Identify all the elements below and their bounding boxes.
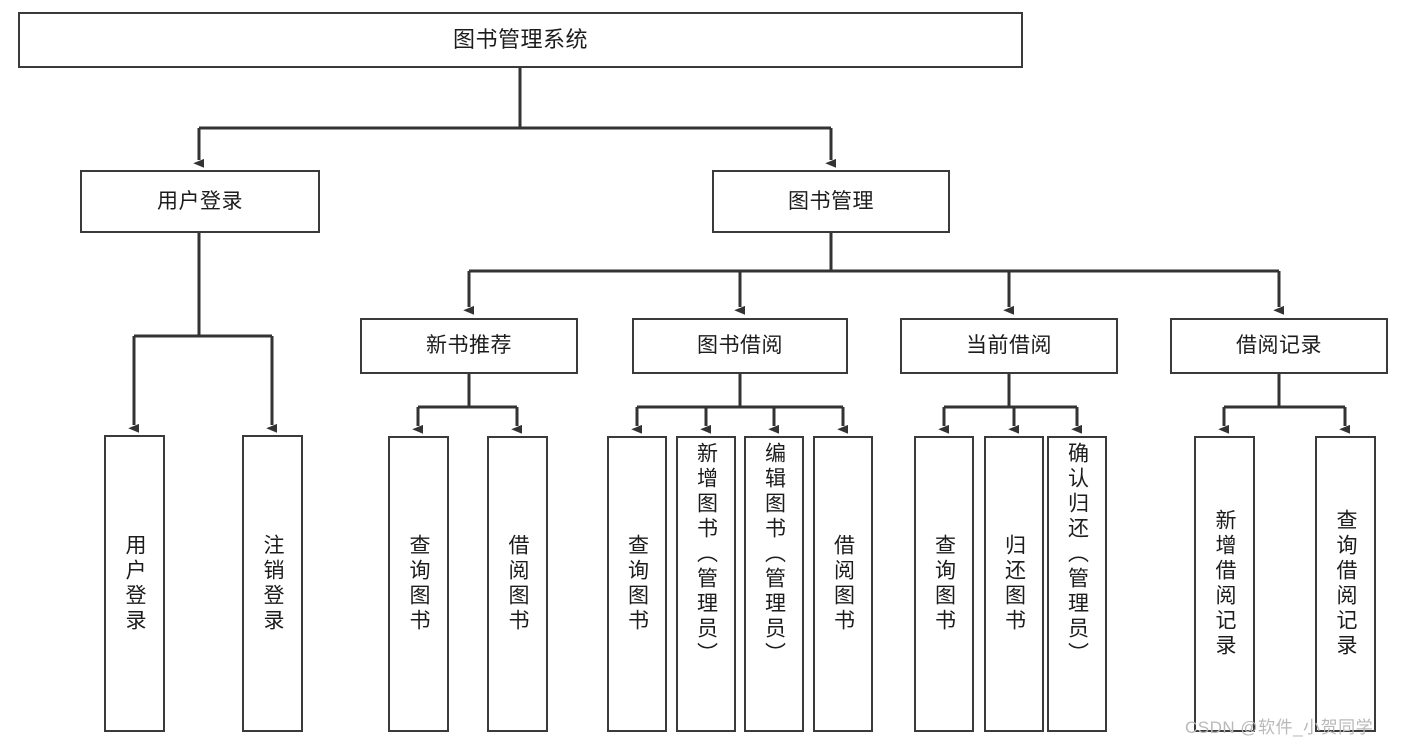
node-leaf-add-book[interactable]: 新增图书（管理员）	[676, 436, 736, 732]
node-leaf-query-book-1[interactable]: 查询图书	[388, 436, 449, 732]
watermark: CSDN @软件_小贺同学	[1185, 718, 1374, 737]
node-user-login[interactable]: 用户登录	[80, 170, 320, 233]
node-leaf-user-login[interactable]: 用户登录	[104, 435, 165, 732]
node-label: 当前借阅	[966, 334, 1052, 358]
node-label: 图书借阅	[697, 334, 783, 358]
node-leaf-add-record[interactable]: 新增借阅记录	[1194, 436, 1255, 732]
node-current-borrow[interactable]: 当前借阅	[900, 318, 1118, 374]
node-label: 图书管理系统	[452, 26, 588, 52]
node-label: 归还图书	[1002, 534, 1026, 634]
node-label: 新增借阅记录	[1213, 509, 1236, 659]
node-label: 注销登录	[261, 533, 284, 634]
node-label: 借阅记录	[1236, 334, 1322, 358]
node-leaf-query-book-2[interactable]: 查询图书	[607, 436, 667, 732]
node-label: 用户登录	[123, 533, 146, 634]
node-label: 新书推荐	[426, 334, 512, 358]
node-leaf-logout-login[interactable]: 注销登录	[242, 435, 303, 732]
node-root-book-management-system[interactable]: 图书管理系统	[18, 12, 1023, 68]
node-leaf-query-book-3[interactable]: 查询图书	[914, 436, 974, 732]
node-leaf-edit-book[interactable]: 编辑图书（管理员）	[744, 436, 804, 732]
node-label: 查询图书	[625, 534, 649, 634]
node-label: 新增图书（管理员）	[694, 442, 718, 667]
node-leaf-confirm-return[interactable]: 确认归还（管理员）	[1047, 436, 1107, 732]
node-new-book-recommend[interactable]: 新书推荐	[360, 318, 578, 374]
node-leaf-borrow-book-2[interactable]: 借阅图书	[813, 436, 873, 732]
node-borrow-record[interactable]: 借阅记录	[1170, 318, 1388, 374]
node-book-manage[interactable]: 图书管理	[712, 170, 950, 233]
node-label: 查询图书	[932, 534, 956, 634]
node-book-borrow[interactable]: 图书借阅	[632, 318, 848, 374]
node-label: 图书管理	[788, 189, 874, 213]
node-leaf-return-book[interactable]: 归还图书	[984, 436, 1044, 732]
node-label: 用户登录	[157, 189, 243, 213]
node-leaf-query-record[interactable]: 查询借阅记录	[1315, 436, 1376, 732]
node-label: 借阅图书	[831, 534, 855, 634]
node-label: 查询借阅记录	[1334, 509, 1357, 659]
node-label: 确认归还（管理员）	[1065, 442, 1089, 667]
node-label: 借阅图书	[506, 534, 529, 634]
node-label: 编辑图书（管理员）	[762, 442, 786, 667]
node-leaf-borrow-book-1[interactable]: 借阅图书	[487, 436, 548, 732]
node-label: 查询图书	[407, 534, 430, 634]
